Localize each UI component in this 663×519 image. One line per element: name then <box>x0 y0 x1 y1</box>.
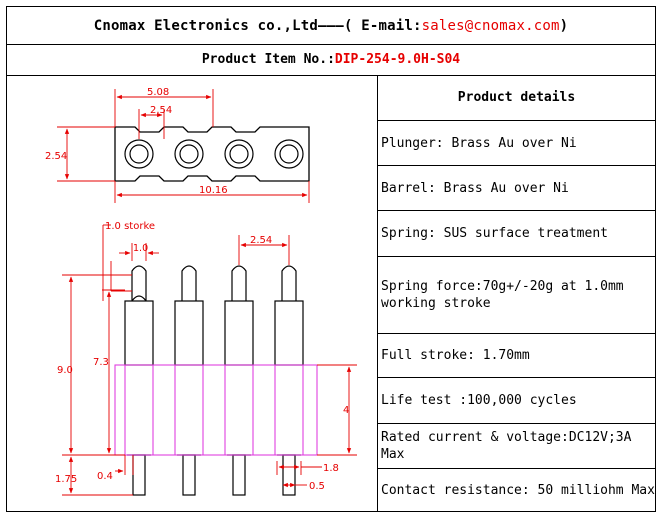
dim-height-top: 2.54 <box>45 151 67 162</box>
dim-pin-dia: 0.5 <box>309 481 325 492</box>
side-view-pins <box>124 265 304 496</box>
email-link[interactable]: sales@cnomax.com <box>421 17 560 34</box>
dim-pitch-side: 2.54 <box>250 235 272 246</box>
spec-contact-resistance: Contact resistance: 50 milliohm Max <box>381 483 655 498</box>
spec-rated-current: Rated current & voltage:DC12V;3A Max <box>378 424 655 469</box>
company-header: Cnomax Electronics co.,Ltd ——— ( E-mail:… <box>7 7 655 45</box>
spec-barrel: Barrel: Brass Au over Ni <box>378 166 655 211</box>
email-label: ( E-mail: <box>343 17 422 34</box>
spec-spring: Spring: SUS surface treatment <box>378 211 655 257</box>
dim-body-height: 4 <box>343 405 349 416</box>
dim-pitch: 2.54 <box>150 105 172 116</box>
spec-spring-force: Spring force:70g+/-20g at 1.0mm working … <box>378 257 655 334</box>
header-dashes: ——— <box>318 17 344 34</box>
spec-plunger: Plunger: Brass Au over Ni <box>378 121 655 166</box>
dim-tail-dia: 1.8 <box>323 463 339 474</box>
side-dimension-lines <box>62 224 357 496</box>
dim-stroke-label: 1.0 storke <box>105 221 155 232</box>
dim-total-height: 9.0 <box>57 365 73 376</box>
top-view <box>114 126 310 182</box>
drawing-svg: 5.08 2.54 2.54 10.16 <box>45 87 357 496</box>
insulator-body <box>114 364 318 456</box>
dim-length: 10.16 <box>199 185 228 196</box>
top-dimension-lines <box>57 89 310 203</box>
dim-stroke: 1.0 <box>133 243 148 254</box>
spec-full-stroke: Full stroke: 1.70mm <box>378 334 655 378</box>
email-close: ) <box>559 17 569 34</box>
product-item-row: Product Item No.: DIP-254-9.0H-S04 <box>7 44 655 76</box>
company-name: Cnomax Electronics co.,Ltd <box>93 17 319 34</box>
technical-drawing: 5.08 2.54 2.54 10.16 <box>7 75 378 511</box>
dim-pitch-double: 5.08 <box>147 87 169 98</box>
item-label: Product Item No.: <box>201 52 335 67</box>
product-details-panel: Product details Plunger: Brass Au over N… <box>378 75 655 511</box>
dim-tail-length: 1.75 <box>55 474 77 485</box>
datasheet: Cnomax Electronics co.,Ltd ——— ( E-mail:… <box>6 6 656 512</box>
dim-gap: 0.4 <box>97 471 113 482</box>
item-number: DIP-254-9.0H-S04 <box>334 52 461 67</box>
details-title: Product details <box>378 75 655 121</box>
dim-upper-height: 7.3 <box>93 357 109 368</box>
spec-life-test: Life test :100,000 cycles <box>378 378 655 424</box>
